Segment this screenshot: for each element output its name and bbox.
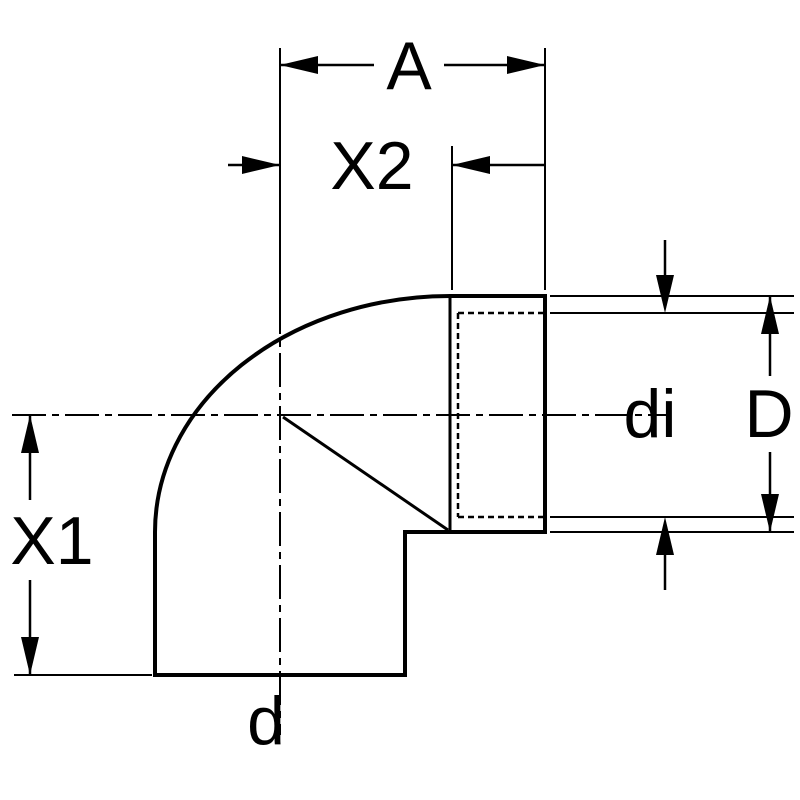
dim-a-arrow-left-icon [280, 56, 318, 74]
dim-x2-arrow-right-icon [452, 156, 490, 174]
miter-edge-line [282, 415, 449, 532]
dimension-label-d-small: d [247, 683, 285, 759]
dimension-label-x1: X1 [10, 503, 93, 579]
dimension-label-x2: X2 [330, 128, 413, 204]
dim-di-arrow-down-icon [656, 275, 674, 313]
dim-d-arrow-down-icon [761, 494, 779, 532]
dim-x1-arrow-up-icon [21, 415, 39, 453]
dim-d-arrow-up-icon [761, 296, 779, 334]
dim-x1-arrow-down-icon [21, 637, 39, 675]
dimension-label-di: di [624, 376, 677, 452]
dim-x2-arrow-left-icon [242, 156, 280, 174]
dim-a-arrow-right-icon [507, 56, 545, 74]
dimension-label-a: A [386, 28, 432, 104]
dim-di-arrow-up-icon [656, 517, 674, 555]
dimension-label-d-big: D [744, 376, 793, 452]
elbow-body-outline [153, 294, 547, 677]
